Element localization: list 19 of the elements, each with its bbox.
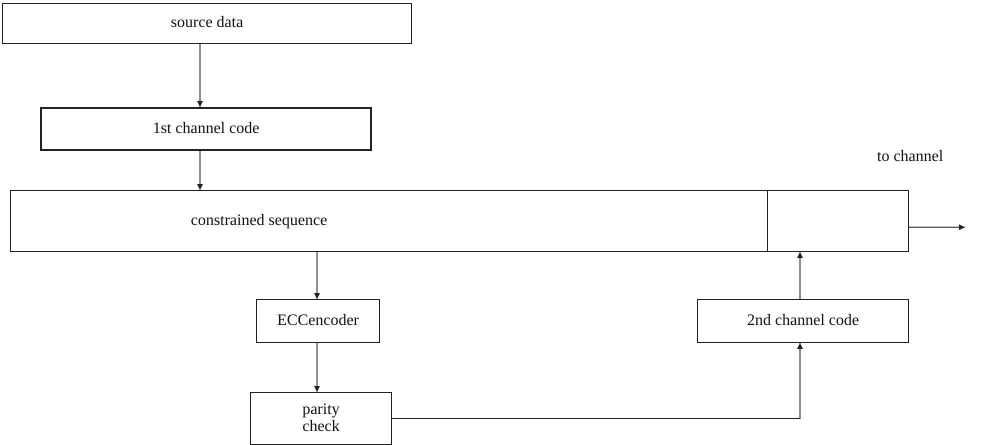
arrow [392,342,803,419]
process-box [256,299,380,343]
box-label: constrained sequence [190,212,328,230]
arrow [197,150,203,190]
process-box [40,107,372,151]
process-box [697,299,909,343]
process-box [2,3,412,44]
arrow [197,44,203,108]
box-label: 1st channel code [152,120,260,138]
process-box [250,392,392,445]
arrow [314,252,320,300]
process-box [10,190,768,252]
arrow [908,224,966,230]
box-label: 2nd channel code [747,312,859,330]
box-label: ECCencoder [277,312,359,330]
box-label: parity check [301,402,341,436]
box-label: source data [170,15,244,32]
arrow [314,342,320,392]
arrow [797,252,803,300]
